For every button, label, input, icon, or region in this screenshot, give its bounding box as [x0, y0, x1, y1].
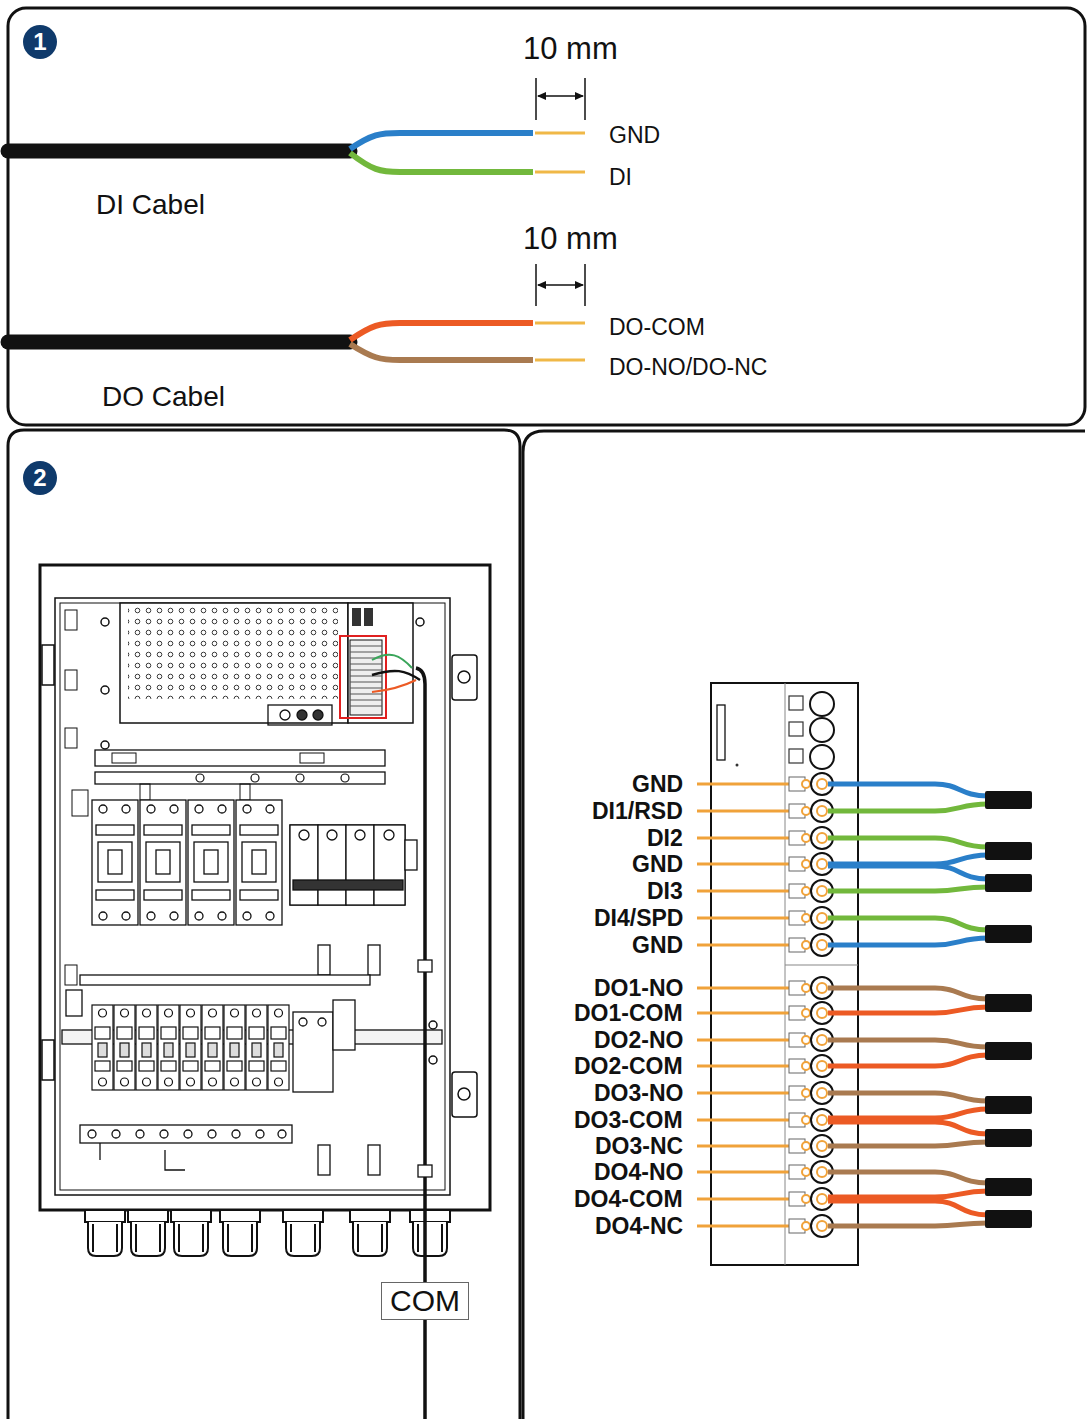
pin-label: GND: [632, 934, 683, 957]
pin-label: DO3-NO: [594, 1082, 683, 1105]
pin-label: GND: [632, 773, 683, 796]
callout-number: 2: [23, 461, 57, 495]
node-text: COM: [390, 1286, 460, 1316]
cable-label-box: COM: [381, 1282, 469, 1320]
cable-name: DO Cabel: [102, 383, 225, 411]
pin-label: DO2-COM: [574, 1055, 683, 1078]
pin-label: DO4-NO: [594, 1161, 683, 1184]
node-text: 2: [33, 466, 46, 490]
pin-label: DO3-NC: [595, 1135, 683, 1158]
pin-label: DI1/RSD: [592, 800, 683, 823]
dimension-label: 10 mm: [523, 223, 618, 254]
pin-label: DO3-COM: [574, 1109, 683, 1132]
pin-label: GND: [632, 853, 683, 876]
node-text: 1: [33, 30, 46, 54]
pin-label: DI3: [647, 880, 683, 903]
dimension-label: 10 mm: [523, 33, 618, 64]
pin-label: DO1-COM: [574, 1002, 683, 1025]
cable-name: DI Cabel: [96, 191, 205, 219]
pin-label: DI4/SPD: [594, 907, 683, 930]
pin-label: DO4-COM: [574, 1188, 683, 1211]
pin-label: DO1-NO: [594, 977, 683, 1000]
pin-label: DO2-NO: [594, 1029, 683, 1052]
callout-number: 1: [23, 25, 57, 59]
pin-label: DO4-NC: [595, 1215, 683, 1238]
wire-label: DI: [609, 166, 632, 189]
wire-label: DO-COM: [609, 316, 705, 339]
wire-label: DO-NO/DO-NC: [609, 356, 767, 379]
wire-label: GND: [609, 124, 660, 147]
pin-label: DI2: [647, 827, 683, 850]
